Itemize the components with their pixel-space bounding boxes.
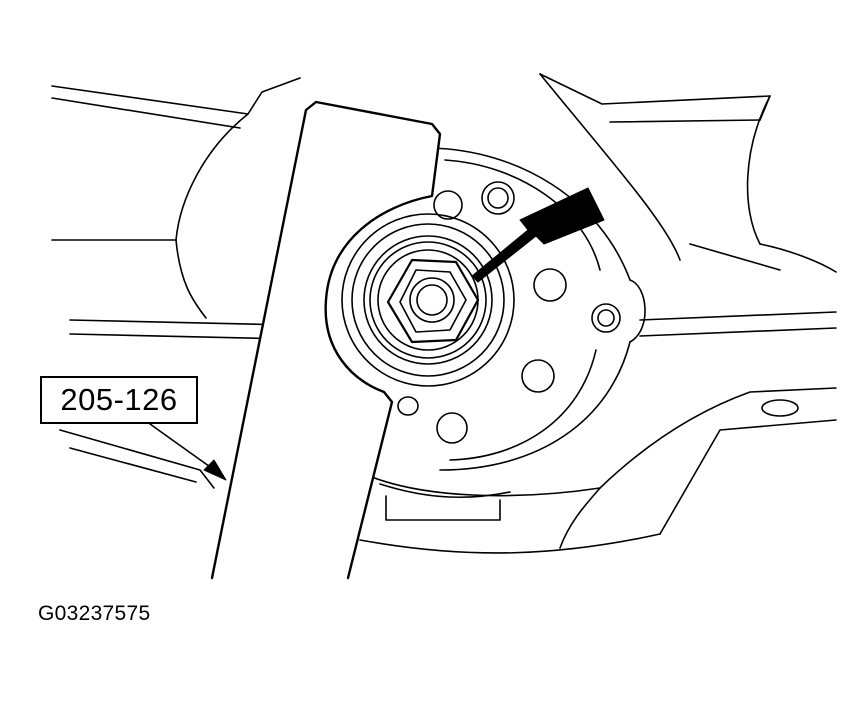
figure-id: G03237575 [38,602,151,625]
callout-label: 205-126 [60,382,178,417]
black-arrow-icon [471,187,605,283]
hub-flange [429,147,646,471]
bearing-rings [341,213,515,387]
shaft-rails [69,311,837,340]
hex-nut [386,258,480,344]
callout-leader [149,423,227,481]
holding-tool-205-126 [210,100,442,580]
housing-outline [51,73,837,319]
lower-body [59,387,837,554]
tool-number-callout: 205-126 [40,376,198,424]
